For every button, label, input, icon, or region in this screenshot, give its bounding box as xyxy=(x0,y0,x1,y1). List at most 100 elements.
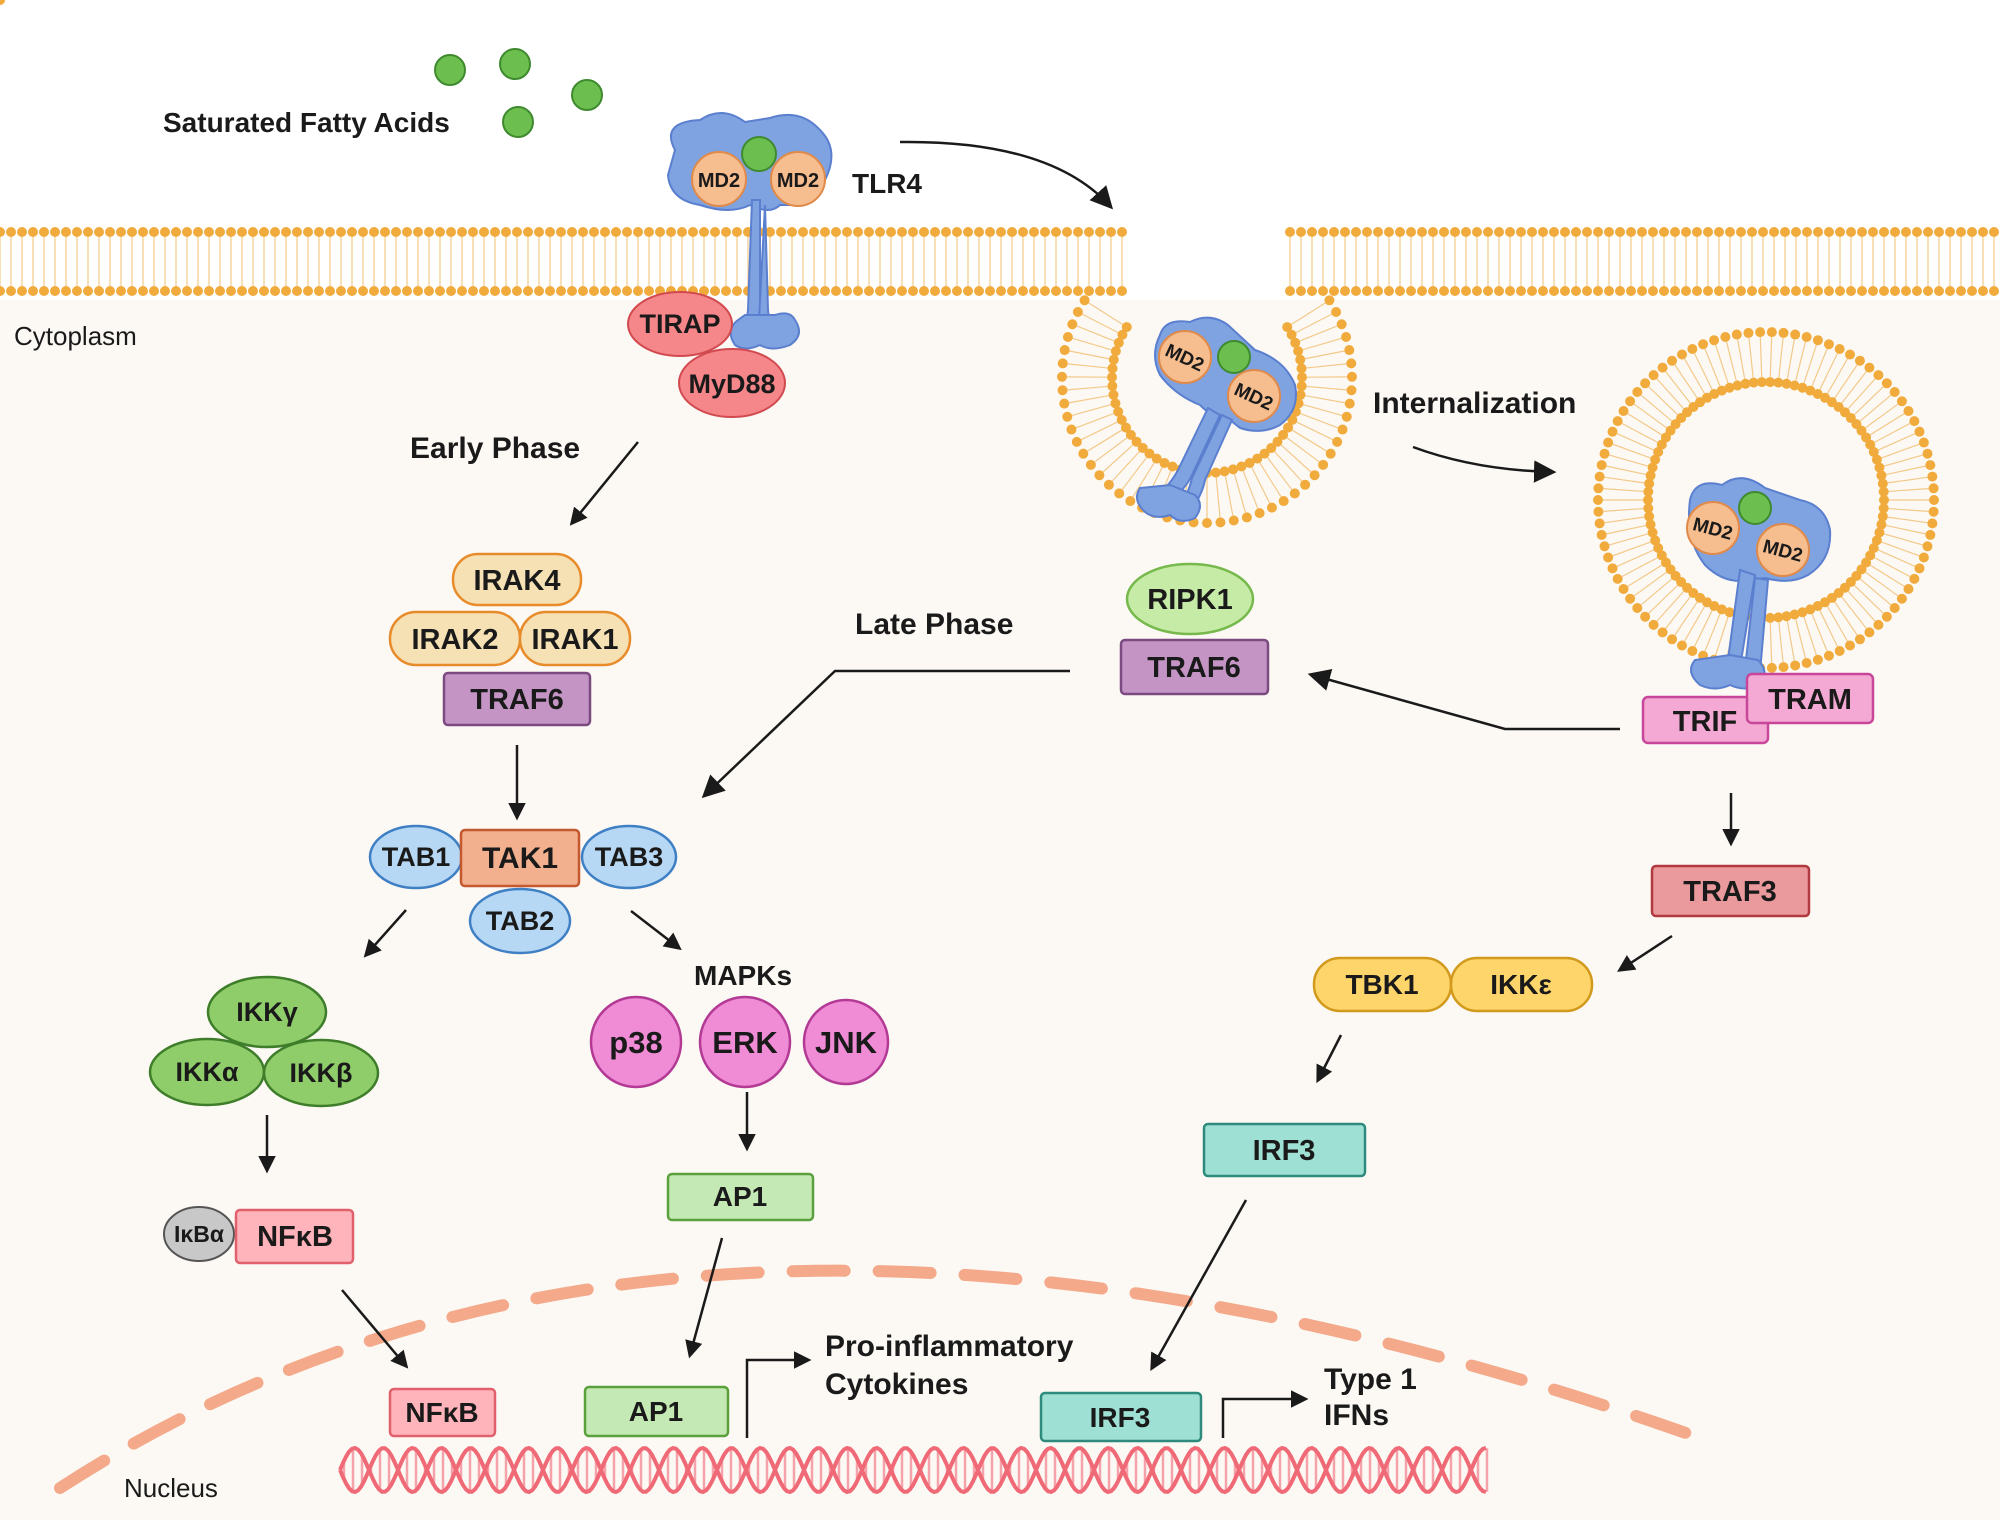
lipid-head xyxy=(941,286,951,296)
lipid-head xyxy=(1876,470,1887,481)
lipid-head xyxy=(1278,496,1289,507)
lipid-head xyxy=(1113,406,1124,417)
lipid-tail xyxy=(1737,339,1746,379)
lipid-head xyxy=(1051,286,1061,296)
lipid-tail xyxy=(1704,348,1721,387)
lipid-tail xyxy=(1121,457,1147,490)
lipid-head xyxy=(1945,286,1955,296)
lipid-head xyxy=(1653,542,1664,553)
lipid-tail xyxy=(1769,622,1773,663)
lipid-head xyxy=(556,227,566,237)
lipid-head xyxy=(1285,227,1295,237)
lipid-head xyxy=(1318,459,1329,470)
lipid-head xyxy=(1296,363,1307,374)
lipid-head xyxy=(1878,503,1889,514)
lipid-head xyxy=(1914,426,1925,437)
lipid-tail xyxy=(1102,444,1134,473)
lipid-head xyxy=(1325,448,1336,459)
lipid-head xyxy=(985,286,995,296)
lipid-head xyxy=(820,227,830,237)
lipid-tail xyxy=(1704,613,1721,652)
lipid-tail xyxy=(1291,429,1327,452)
lipid-head xyxy=(1845,349,1855,360)
arrow-tbk1-irf3 xyxy=(1316,1034,1343,1084)
lipid-tail xyxy=(1869,413,1905,436)
lipid-head xyxy=(1362,227,1372,237)
lipid-head xyxy=(1344,398,1355,409)
lipid-head xyxy=(1340,286,1350,296)
fatty-acid-ligand-bound xyxy=(1217,340,1251,374)
irak2-label: IRAK2 xyxy=(411,624,498,656)
lipid-tail xyxy=(1834,601,1858,636)
pro-inflammatory-label: Pro-inflammatory xyxy=(825,1330,1074,1363)
lipid-head xyxy=(1428,227,1438,237)
lipid-head xyxy=(182,286,192,296)
lipid-head xyxy=(1659,227,1669,237)
lipid-head xyxy=(1461,286,1471,296)
lipid-head xyxy=(677,227,687,237)
lipid-head xyxy=(138,227,148,237)
lipid-head xyxy=(314,227,324,237)
lipid-tail xyxy=(1648,585,1678,614)
lipid-tail xyxy=(1811,348,1828,387)
myd88-label: MyD88 xyxy=(688,369,775,399)
lipid-head xyxy=(1110,398,1121,409)
lipid-tail xyxy=(1865,403,1899,429)
irak1-protein xyxy=(518,610,632,667)
lipid-head xyxy=(39,227,49,237)
lipid-head xyxy=(1648,286,1658,296)
nfkb-label: NFκB xyxy=(405,1397,478,1428)
lipid-tail xyxy=(1888,507,1929,512)
lipid-tail xyxy=(1674,364,1698,399)
lipid-head xyxy=(1236,461,1247,472)
lipid-head xyxy=(1813,286,1823,296)
lipid-head xyxy=(1736,286,1746,296)
lipid-head xyxy=(897,286,907,296)
lipid-head xyxy=(1062,286,1072,296)
nfkb-protein-nucleus xyxy=(388,1387,497,1438)
lipid-head xyxy=(303,227,313,237)
lipid-tail xyxy=(1295,313,1332,334)
lipid-tail xyxy=(1665,371,1691,404)
lipid-head xyxy=(589,286,599,296)
lipid-head xyxy=(1007,227,1017,237)
lipid-head xyxy=(1625,593,1636,604)
lipid-head xyxy=(1593,483,1604,494)
lipid-head xyxy=(1877,478,1888,489)
lipid-head xyxy=(1062,411,1073,422)
lipid-head xyxy=(1362,286,1372,296)
lipid-head xyxy=(1632,602,1643,613)
lipid-head xyxy=(1103,479,1114,490)
erk-protein xyxy=(698,995,792,1089)
lipid-head xyxy=(1945,227,1955,237)
lipid-head xyxy=(1596,529,1607,540)
lipid-head xyxy=(1120,422,1131,433)
lipid-tail xyxy=(1884,533,1923,546)
lipid-head xyxy=(215,286,225,296)
lipid-head xyxy=(1287,414,1298,425)
lipid-head xyxy=(1516,227,1526,237)
lipid-head xyxy=(479,227,489,237)
lipid-head xyxy=(1790,660,1801,671)
lipid-head xyxy=(226,286,236,296)
lipid-head xyxy=(776,227,786,237)
lipid-head xyxy=(1928,483,1939,494)
lipid-tail xyxy=(1299,325,1338,342)
lipid-head xyxy=(1879,495,1889,505)
lipid-head xyxy=(1765,612,1776,623)
lipid-head xyxy=(1062,227,1072,237)
lipid-head xyxy=(1344,345,1355,356)
ap1-label: AP1 xyxy=(629,1396,683,1427)
lipid-head xyxy=(1599,448,1610,459)
lipid-head xyxy=(1215,517,1226,528)
lipid-head xyxy=(1318,227,1328,237)
lipid-tail xyxy=(1067,385,1108,391)
lipid-head xyxy=(798,227,808,237)
lipid-head xyxy=(930,227,940,237)
lipid-head xyxy=(1640,378,1651,389)
lipid-head xyxy=(6,227,16,237)
lipid-tail xyxy=(1803,344,1817,384)
p38-label: p38 xyxy=(609,1025,662,1060)
ap1-protein-cytoplasm xyxy=(666,1172,815,1222)
lipid-tail xyxy=(1834,364,1858,399)
